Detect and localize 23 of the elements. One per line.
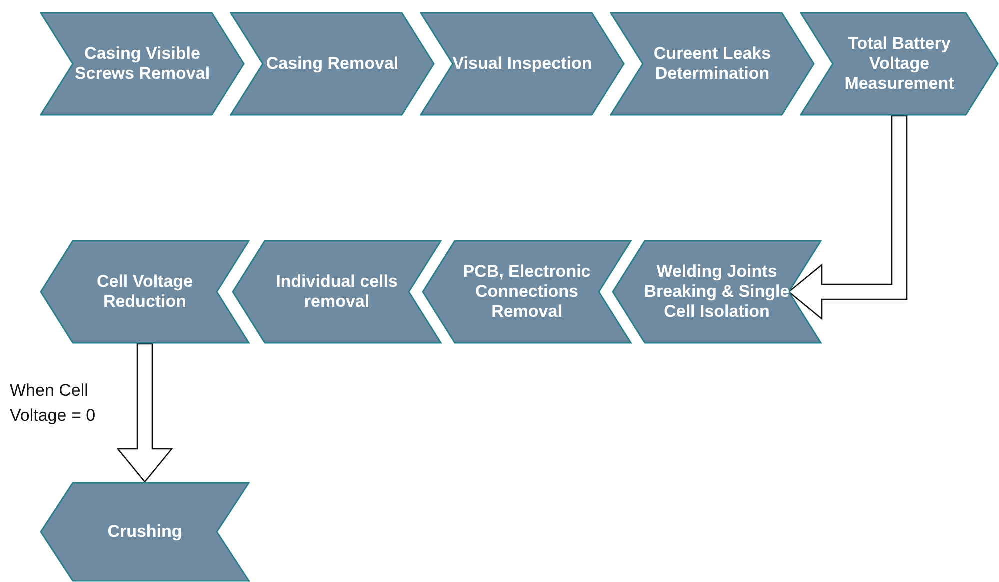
chevron-step xyxy=(420,12,625,116)
chevron-step xyxy=(422,240,632,344)
step-label: Crushing xyxy=(108,522,182,542)
step-label: Total Battery Voltage Measurement xyxy=(844,34,956,94)
step-label: Cureent Leaks Determination xyxy=(652,44,772,84)
block-arrow xyxy=(116,343,174,484)
step-label: Visual Inspection xyxy=(452,54,592,74)
step-label: PCB, Electronic Connections Removal xyxy=(462,262,592,322)
chevron-step xyxy=(230,12,435,116)
step-label: Welding Joints Breaking & Single Cell Isolation xyxy=(643,262,791,322)
chevron-step xyxy=(40,482,250,582)
chevron-step xyxy=(40,240,250,344)
step-label: Casing Removal xyxy=(266,54,399,74)
chevron-step xyxy=(610,12,815,116)
step-label: Casing Visible Screws Removal xyxy=(74,44,212,84)
chevron-step xyxy=(612,240,822,344)
chevron-step xyxy=(800,12,999,116)
chevron-step xyxy=(40,12,245,116)
edge-label: When Cell Voltage = 0 xyxy=(10,380,97,427)
step-label: Cell Voltage Reduction xyxy=(96,272,194,312)
step-label: Individual cells removal xyxy=(275,272,399,312)
chevron-step xyxy=(232,240,442,344)
block-arrow xyxy=(788,115,908,320)
